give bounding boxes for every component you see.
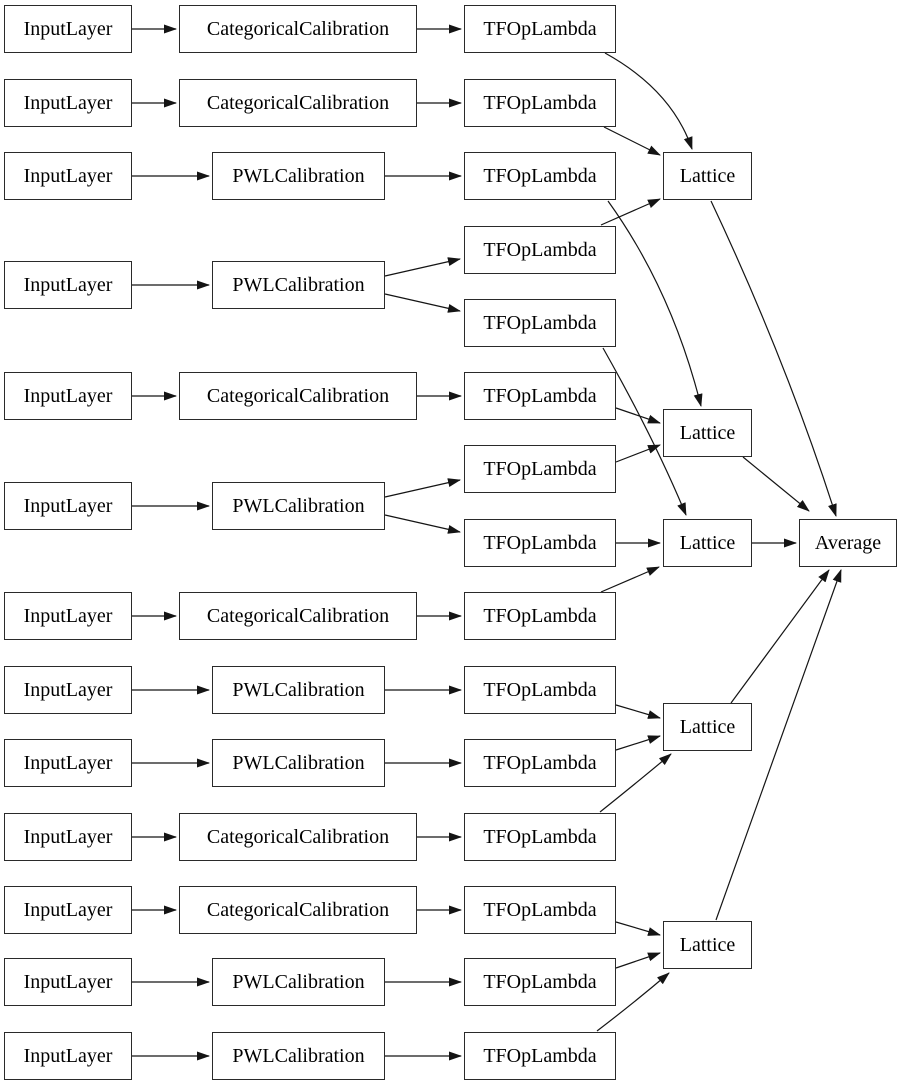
edge-lattice-2-to-average	[742, 456, 810, 512]
graph-node-inputlayer-13: InputLayer	[4, 1032, 132, 1080]
graph-node-inputlayer-2: InputLayer	[4, 79, 132, 127]
graph-node-inputlayer-10: InputLayer	[4, 813, 132, 861]
graph-node-inputlayer-9: InputLayer	[4, 739, 132, 787]
graph-node-tfoplambda-12: TFOpLambda	[464, 958, 616, 1006]
graph-node-lattice-1: Lattice	[663, 152, 752, 200]
edge-tfoplambda-7-to-lattice-3	[600, 566, 660, 593]
graph-node-pwlcalib-4: PWLCalibration	[212, 261, 385, 309]
graph-node-inputlayer-1: InputLayer	[4, 5, 132, 53]
graph-node-catcalib-7: CategoricalCalibration	[179, 592, 417, 640]
graph-node-pwlcalib-13: PWLCalibration	[212, 1032, 385, 1080]
edge-tfoplambda-8-to-lattice-4	[615, 704, 661, 719]
graph-node-tfoplambda-4b: TFOpLambda	[464, 299, 616, 347]
graph-node-lattice-3: Lattice	[663, 519, 752, 567]
graph-node-catcalib-5: CategoricalCalibration	[179, 372, 417, 420]
edge-pwlcalib-4-to-tfoplambda-4a	[384, 257, 461, 277]
graph-node-inputlayer-6: InputLayer	[4, 482, 132, 530]
edge-tfoplambda-3-to-lattice-2	[607, 200, 703, 407]
edge-tfoplambda-9-to-lattice-4	[615, 735, 661, 751]
graph-node-pwlcalib-3: PWLCalibration	[212, 152, 385, 200]
graph-node-pwlcalib-6: PWLCalibration	[212, 482, 385, 530]
graph-node-tfoplambda-9: TFOpLambda	[464, 739, 616, 787]
graph-node-average: Average	[799, 519, 897, 567]
graph-node-catcalib-11: CategoricalCalibration	[179, 886, 417, 934]
graph-node-inputlayer-7: InputLayer	[4, 592, 132, 640]
edge-tfoplambda-10-to-lattice-4	[599, 753, 672, 813]
edge-tfoplambda-12-to-lattice-5	[615, 952, 661, 969]
graph-node-lattice-2: Lattice	[663, 409, 752, 457]
graph-node-tfoplambda-13: TFOpLambda	[464, 1032, 616, 1080]
edge-tfoplambda-5-to-lattice-2	[615, 407, 661, 424]
graph-node-inputlayer-3: InputLayer	[4, 152, 132, 200]
graph-node-catcalib-1: CategoricalCalibration	[179, 5, 417, 53]
edge-tfoplambda-11-to-lattice-5	[615, 921, 661, 936]
graph-node-tfoplambda-6a: TFOpLambda	[464, 445, 616, 493]
edge-tfoplambda-4b-to-lattice-3	[602, 347, 687, 516]
graph-node-tfoplambda-5: TFOpLambda	[464, 372, 616, 420]
graph-node-catcalib-2: CategoricalCalibration	[179, 79, 417, 127]
graph-node-lattice-5: Lattice	[663, 921, 752, 969]
graph-node-tfoplambda-7: TFOpLambda	[464, 592, 616, 640]
graph-node-catcalib-10: CategoricalCalibration	[179, 813, 417, 861]
graph-node-inputlayer-12: InputLayer	[4, 958, 132, 1006]
edge-tfoplambda-2-to-lattice-1	[603, 126, 661, 156]
graph-node-inputlayer-5: InputLayer	[4, 372, 132, 420]
edge-lattice-4-to-average	[730, 569, 830, 704]
graph-node-inputlayer-4: InputLayer	[4, 261, 132, 309]
graph-node-pwlcalib-12: PWLCalibration	[212, 958, 385, 1006]
graph-node-lattice-4: Lattice	[663, 703, 752, 751]
edge-pwlcalib-6-to-tfoplambda-6b	[384, 514, 461, 534]
graph-node-tfoplambda-2: TFOpLambda	[464, 79, 616, 127]
graph-node-pwlcalib-8: PWLCalibration	[212, 666, 385, 714]
graph-node-tfoplambda-1: TFOpLambda	[464, 5, 616, 53]
edge-pwlcalib-6-to-tfoplambda-6a	[384, 478, 461, 498]
edge-lattice-5-to-average	[715, 569, 842, 921]
graph-node-inputlayer-11: InputLayer	[4, 886, 132, 934]
graph-node-pwlcalib-9: PWLCalibration	[212, 739, 385, 787]
edge-tfoplambda-1-to-lattice-1	[604, 52, 693, 150]
edge-tfoplambda-6a-to-lattice-2	[615, 444, 661, 463]
edge-tfoplambda-4a-to-lattice-1	[600, 198, 661, 226]
edge-lattice-1-to-average	[710, 200, 837, 517]
graph-node-inputlayer-8: InputLayer	[4, 666, 132, 714]
graph-node-tfoplambda-6b: TFOpLambda	[464, 519, 616, 567]
edge-tfoplambda-13-to-lattice-5	[596, 972, 670, 1032]
edge-pwlcalib-4-to-tfoplambda-4b	[384, 293, 461, 313]
graph-node-tfoplambda-3: TFOpLambda	[464, 152, 616, 200]
graph-node-tfoplambda-4a: TFOpLambda	[464, 226, 616, 274]
graph-node-tfoplambda-8: TFOpLambda	[464, 666, 616, 714]
graph-node-tfoplambda-10: TFOpLambda	[464, 813, 616, 861]
graph-node-tfoplambda-11: TFOpLambda	[464, 886, 616, 934]
